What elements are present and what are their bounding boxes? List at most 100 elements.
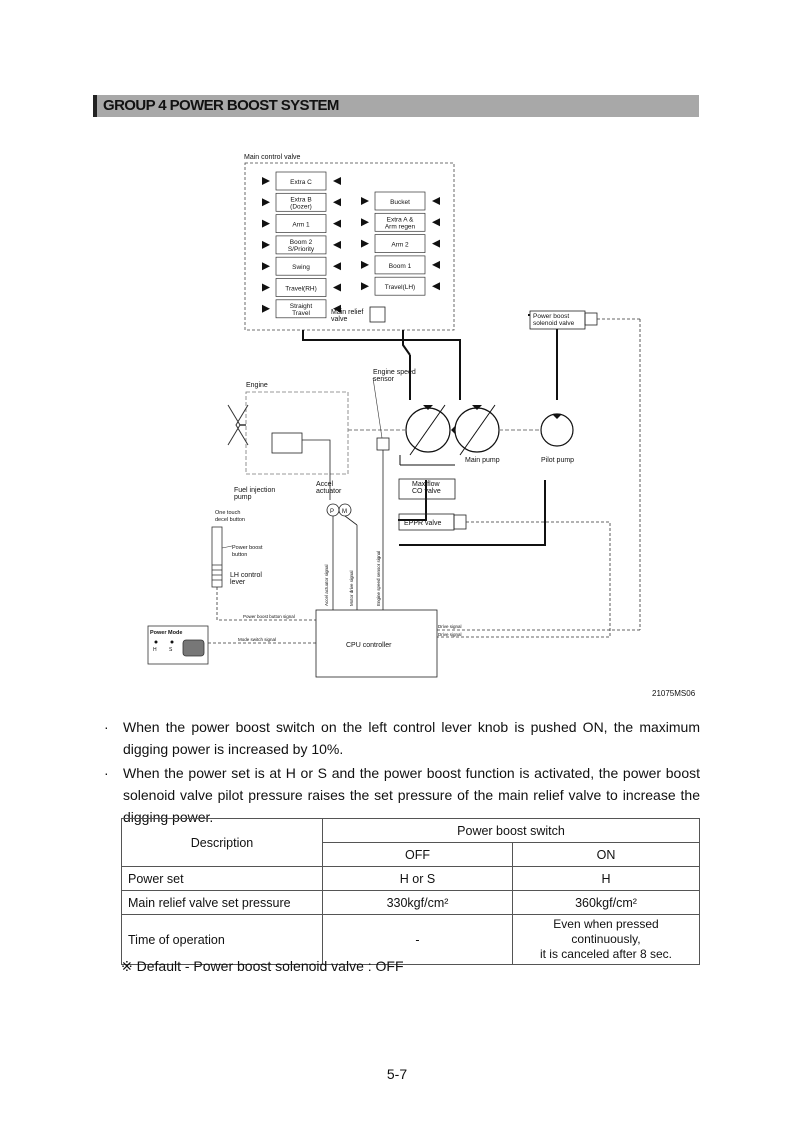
spool-box — [374, 276, 426, 296]
power-mode-s: S — [169, 647, 173, 653]
power-mode-label: Power Mode — [150, 630, 182, 636]
bullet-text: When the power boost switch on the left … — [123, 719, 700, 757]
table-row: Main relief valve set pressure 330kgf/cm… — [121, 890, 700, 915]
spool-box — [275, 171, 327, 191]
pilot-arrow-icon — [333, 177, 341, 185]
row-label: Power set — [121, 866, 323, 891]
spool-label: Arm 2 — [391, 242, 409, 249]
engine-speed-sensor — [376, 437, 390, 451]
pilot-arrow-icon — [432, 260, 440, 269]
main-pump-label: Main pump — [465, 457, 500, 464]
spool-box — [275, 278, 327, 297]
pilot-arrow-icon — [262, 304, 270, 313]
pilot-arrow-icon — [432, 218, 440, 227]
pilot-arrow-icon — [361, 197, 369, 205]
spool-label: Arm regen — [385, 223, 416, 230]
spool-box — [275, 192, 327, 212]
bullet-marker: · — [104, 765, 109, 781]
section-header-bar: GROUP 4 POWER BOOST SYSTEM — [93, 95, 699, 117]
spool-box — [374, 191, 426, 211]
main-relief-valve — [369, 306, 386, 323]
fuel-injection-pump — [271, 432, 303, 454]
row-label: Time of operation — [121, 914, 323, 965]
spec-table: Description Power boost switch OFF ON Po… — [121, 818, 700, 965]
spool-label: Travel(RH) — [285, 286, 317, 293]
spool-label: (Dozer) — [290, 203, 312, 210]
table-row: Power set H or S H — [121, 866, 700, 891]
row-on: Even when pressed continuously, it is ca… — [512, 914, 700, 965]
spool-label: Boom 1 — [389, 263, 412, 270]
pilot-arrow-icon — [262, 283, 270, 292]
page-number: 5-7 — [386, 1066, 408, 1082]
max-flow-co-valve — [398, 478, 456, 500]
cpu-controller — [315, 609, 438, 678]
spool-box — [275, 235, 327, 255]
row-on: 360kgf/cm² — [512, 890, 700, 915]
description-header: Description — [121, 818, 323, 867]
spool-label: Travel — [292, 310, 310, 317]
pilot-arrow-icon — [333, 219, 341, 228]
spool-label: Extra C — [290, 179, 312, 186]
spool-box — [275, 214, 327, 233]
on-header: ON — [512, 842, 700, 867]
power-mode-button — [182, 639, 205, 657]
pilot-arrow-icon — [262, 219, 270, 228]
spool-label: S/Priority — [288, 246, 315, 253]
pilot-arrow-icon — [333, 240, 341, 249]
mcv-label: Main control valve — [244, 154, 301, 161]
figure-id: 21075MS06 — [652, 689, 696, 698]
spool-label: Straight — [290, 303, 313, 310]
accel-p-label: P — [330, 509, 334, 515]
accel-signal-label: Accel actuator signal — [324, 564, 329, 606]
motor-drive-signal-label: Motor drive signal — [349, 570, 354, 606]
eppr-label: EPPR valve — [404, 520, 441, 527]
spool-box — [374, 234, 426, 253]
row-off: H or S — [322, 866, 513, 891]
pilot-arrow-icon — [262, 177, 270, 185]
cpu-label: CPU controller — [346, 642, 392, 649]
pilot-arrow-icon — [432, 282, 440, 291]
bullet-marker: · — [104, 719, 109, 735]
power-boost-diagram: Main control valve Extra C Extra B(Dozer)… — [147, 154, 641, 678]
row-off: 330kgf/cm² — [322, 890, 513, 915]
pilot-arrow-icon — [262, 198, 270, 207]
bullet-item: · When the power boost switch on the lef… — [104, 716, 700, 760]
default-note: ※ Default - Power boost solenoid valve :… — [121, 958, 404, 974]
bullet-text: When the power set is at H or S and the … — [123, 765, 700, 825]
mode-switch-signal-label: Mode switch signal — [238, 637, 276, 642]
row-on: H — [512, 866, 700, 891]
engine-label: Engine — [246, 382, 268, 389]
mcv-box — [244, 162, 455, 331]
power-mode-panel — [147, 625, 209, 665]
spool-label: Swing — [292, 264, 310, 271]
switch-header: Power boost switch — [322, 818, 700, 843]
drive-signal-2-label: Drive signal — [438, 632, 462, 637]
spool-label: Extra A & — [387, 216, 414, 223]
accel-m-label: M — [342, 509, 347, 515]
pilot-arrow-icon — [361, 218, 369, 227]
pilot-arrow-icon — [333, 304, 341, 313]
spool-label: Boom 2 — [290, 239, 313, 246]
drive-signal-1-label: Drive signal — [438, 624, 462, 629]
spool-label: Extra B — [290, 196, 311, 203]
pilot-arrow-icon — [361, 282, 369, 291]
spool-label: Travel(LH) — [385, 284, 415, 291]
off-header: OFF — [322, 842, 513, 867]
engine-speed-signal-label: Engine speed sensor signal — [376, 551, 381, 606]
row-label: Main relief valve set pressure — [121, 890, 323, 915]
spool-box — [275, 299, 327, 319]
pilot-arrow-icon — [333, 198, 341, 207]
pilot-arrow-icon — [432, 197, 440, 205]
pilot-pump-label: Pilot pump — [541, 457, 574, 464]
pilot-arrow-icon — [262, 262, 270, 271]
